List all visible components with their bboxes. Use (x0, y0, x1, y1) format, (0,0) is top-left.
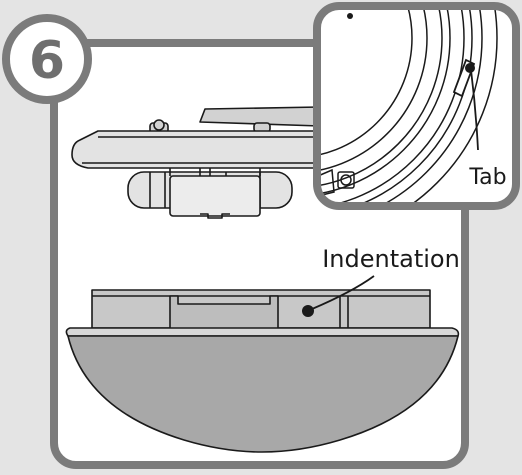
indentation-leader-line (311, 275, 375, 310)
tab-label: Tab (468, 165, 506, 190)
tab-leader-line (470, 69, 479, 151)
light-cover (65, 289, 460, 453)
step-number-badge: 6 (2, 14, 92, 104)
indentation-label: Indentation (322, 245, 460, 273)
zoom-inset-frame (313, 2, 520, 210)
indentation-callout-dot (302, 305, 314, 317)
zoom-inset: Tab (313, 2, 520, 210)
step-number: 6 (29, 31, 65, 91)
tab-callout-dot (465, 63, 475, 73)
